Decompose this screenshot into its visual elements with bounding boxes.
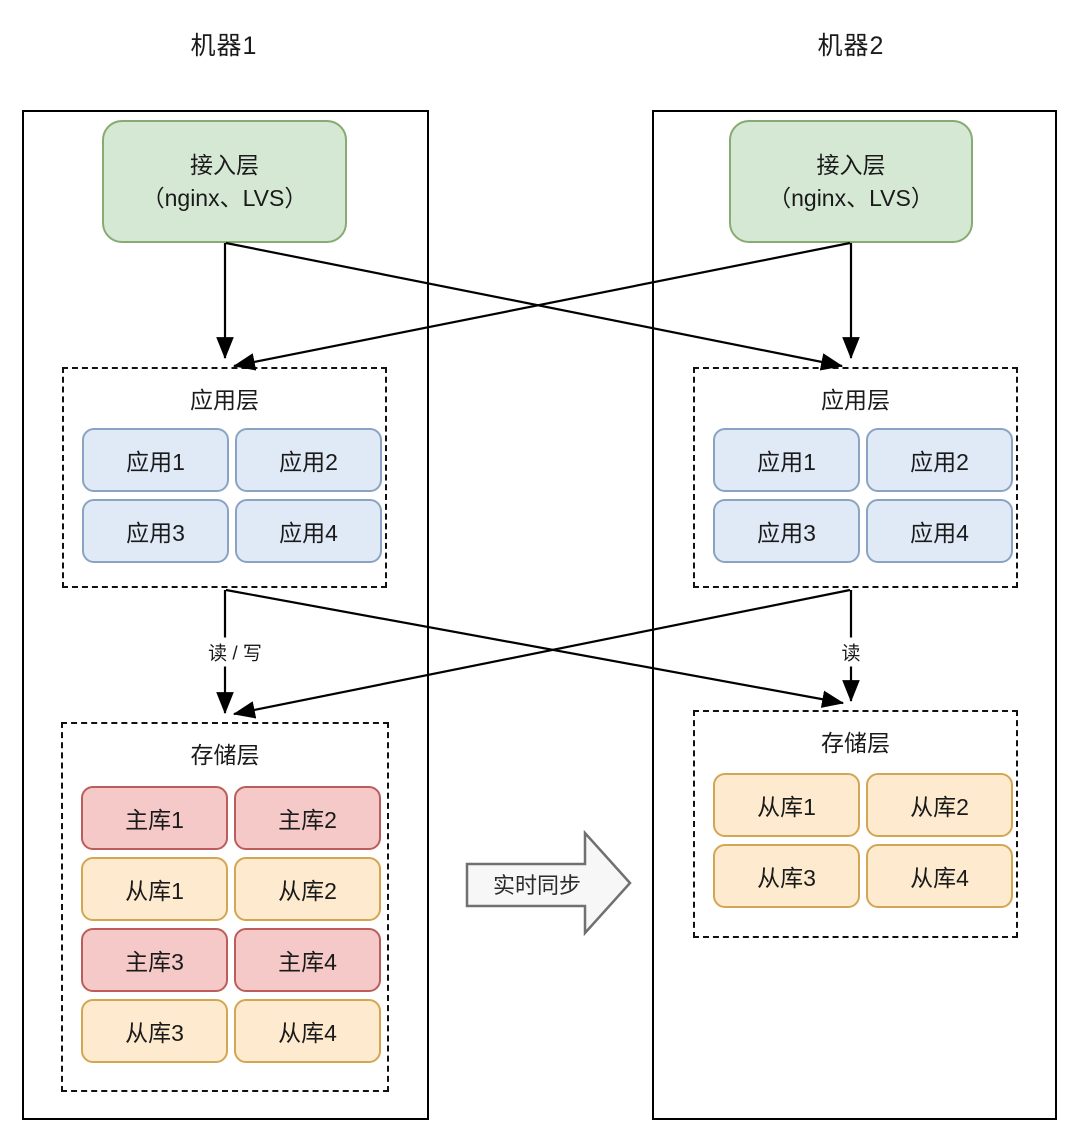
machine2-slave-db4-node: 从库4 [866,844,1013,908]
machine1-title: 机器1 [190,32,258,60]
machine2-app4-node: 应用4 [866,499,1013,563]
machine1-app3-node: 应用3 [82,499,229,563]
read-write-edge-label: 读 / 写 [203,637,267,667]
machine2-access-layer-label: 接入层 [816,151,886,178]
machine1-storage-layer-box: 存储层 主库1 主库2 从库1 从库2 主库3 主库4 从库3 从库4 [61,722,389,1092]
machine2-storage-layer-title: 存储层 [821,730,890,756]
machine2-title: 机器2 [817,32,885,60]
machine1-app4-node: 应用4 [235,499,382,563]
machine2-access-layer-sublabel: （nginx、LVS） [768,184,934,211]
machine2-access-layer-box: 接入层 （nginx、LVS） [729,120,973,243]
machine1-app1-node: 应用1 [82,428,229,492]
machine1-access-layer-box: 接入层 （nginx、LVS） [102,120,347,243]
machine1-master-db2-node: 主库2 [234,786,381,850]
machine2-slave-db2-node: 从库2 [866,773,1013,837]
machine2-app2-node: 应用2 [866,428,1013,492]
machine1-app-layer-title: 应用层 [190,387,259,413]
machine1-master-db3-node: 主库3 [81,928,228,992]
machine1-slave-db1-node: 从库1 [81,857,228,921]
machine2-app-layer-box: 应用层 应用1 应用2 应用3 应用4 [693,367,1018,588]
machine1-access-layer-sublabel: （nginx、LVS） [141,184,308,211]
machine2-app-layer-title: 应用层 [821,387,890,413]
machine2-frame [652,110,1057,1120]
machine2-app1-node: 应用1 [713,428,860,492]
read-edge-label: 读 [836,637,866,667]
machine2-storage-layer-box: 存储层 从库1 从库2 从库3 从库4 [693,710,1018,938]
realtime-sync-label: 实时同步 [492,873,581,898]
machine1-access-layer-label: 接入层 [190,151,259,178]
machine1-app-layer-box: 应用层 应用1 应用2 应用3 应用4 [62,367,387,588]
machine1-master-db1-node: 主库1 [81,786,228,850]
machine1-slave-db3-node: 从库3 [81,999,228,1063]
machine1-app2-node: 应用2 [235,428,382,492]
machine1-master-db4-node: 主库4 [234,928,381,992]
machine2-slave-db1-node: 从库1 [713,773,860,837]
machine1-slave-db2-node: 从库2 [234,857,381,921]
machine1-storage-layer-title: 存储层 [190,742,260,768]
machine2-app3-node: 应用3 [713,499,860,563]
machine2-slave-db3-node: 从库3 [713,844,860,908]
machine1-slave-db4-node: 从库4 [234,999,381,1063]
